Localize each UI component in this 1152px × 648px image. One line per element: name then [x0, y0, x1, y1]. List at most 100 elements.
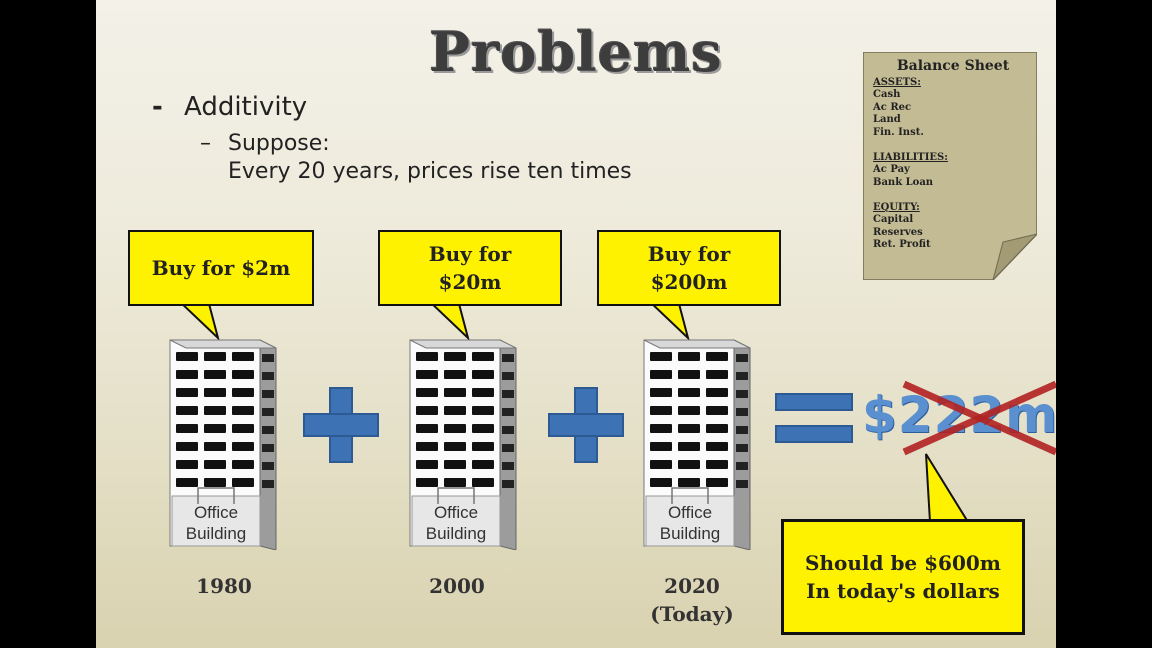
bullet-marker: - [152, 92, 163, 122]
window [176, 406, 198, 415]
window [650, 352, 672, 361]
window [444, 406, 466, 415]
building-label-line1: Office [667, 503, 713, 522]
window [176, 478, 198, 487]
window [416, 424, 438, 433]
window [416, 388, 438, 397]
window [650, 442, 672, 451]
window [706, 406, 728, 415]
window [416, 478, 438, 487]
window [472, 442, 494, 451]
window [650, 460, 672, 469]
window [650, 478, 672, 487]
building-label-line2: Building [185, 524, 247, 543]
year-text: 1980 [196, 574, 252, 598]
window [678, 406, 700, 415]
window [650, 424, 672, 433]
balance-sheet-note [863, 52, 1037, 280]
year-text: (Today) [650, 602, 734, 626]
callout-buy-1980: Buy for $2m [128, 230, 314, 306]
plus-icon [548, 387, 624, 463]
slide-title: Problems [429, 20, 723, 84]
building-label-line1: Office [193, 503, 239, 522]
window [706, 424, 728, 433]
window [706, 478, 728, 487]
bullet-suppose: –Suppose: Every 20 years, prices rise te… [200, 130, 632, 186]
callout-tail [646, 300, 690, 342]
callout-text: $20m [438, 270, 502, 294]
window [232, 370, 254, 379]
window [204, 442, 226, 451]
window [232, 388, 254, 397]
cross-out-icon [902, 380, 1056, 456]
window [472, 460, 494, 469]
liabilities-heading: LIABILITIES: [873, 152, 948, 163]
window [444, 352, 466, 361]
callout-text: Buy for $2m [151, 256, 291, 280]
building-graphic [643, 339, 751, 551]
window [678, 424, 700, 433]
slide: Problems -Additivity –Suppose: Every 20 … [96, 0, 1056, 648]
window [706, 370, 728, 379]
window [204, 424, 226, 433]
year-label: 2000 [401, 572, 513, 600]
liability-item: Ac Pay [873, 164, 910, 175]
bullet-additivity: -Additivity [152, 92, 307, 122]
asset-item: Fin. Inst. [873, 126, 924, 138]
window [416, 460, 438, 469]
window [650, 406, 672, 415]
assets-heading: ASSETS: [873, 77, 921, 88]
window [416, 352, 438, 361]
window [444, 388, 466, 397]
window [650, 388, 672, 397]
window [472, 352, 494, 361]
window [678, 370, 700, 379]
window [232, 424, 254, 433]
balance-sheet-text: Balance Sheet ASSETS: Cash Ac Rec Land F… [873, 58, 1033, 252]
callout-text: In today's dollars [806, 579, 1000, 603]
callout-buy-2020: Buy for$200m [597, 230, 781, 306]
sub-bullet-marker: – [200, 131, 211, 156]
window [176, 460, 198, 469]
callout-text: Buy for [428, 242, 512, 266]
window [232, 460, 254, 469]
asset-item: Ac Rec [873, 101, 912, 113]
window [706, 442, 728, 451]
window [176, 352, 198, 361]
window [678, 460, 700, 469]
bullet-suppose-line1: Suppose: [228, 131, 330, 156]
window [472, 424, 494, 433]
equity-item: Capital [873, 214, 914, 225]
window [444, 370, 466, 379]
window [678, 478, 700, 487]
window [204, 460, 226, 469]
equity-item: Ret. Profit [873, 239, 931, 250]
building-graphic [409, 339, 517, 551]
callout-text: Buy for [647, 242, 731, 266]
liability-item: Bank Loan [873, 176, 934, 188]
callout-buy-2000: Buy for $20m [378, 230, 562, 306]
asset-item: Land [873, 114, 901, 125]
window [706, 460, 728, 469]
window [678, 388, 700, 397]
window [444, 442, 466, 451]
window [678, 442, 700, 451]
building-label-line2: Building [659, 524, 721, 543]
year-label: 2020(Today) [632, 572, 752, 628]
window [472, 370, 494, 379]
window [444, 424, 466, 433]
building-label-line1: Office [433, 503, 479, 522]
window [204, 370, 226, 379]
window [232, 442, 254, 451]
window [472, 388, 494, 397]
building-label-line2: Building [425, 524, 487, 543]
window [472, 478, 494, 487]
plus-icon [303, 387, 379, 463]
window [176, 388, 198, 397]
window [176, 424, 198, 433]
